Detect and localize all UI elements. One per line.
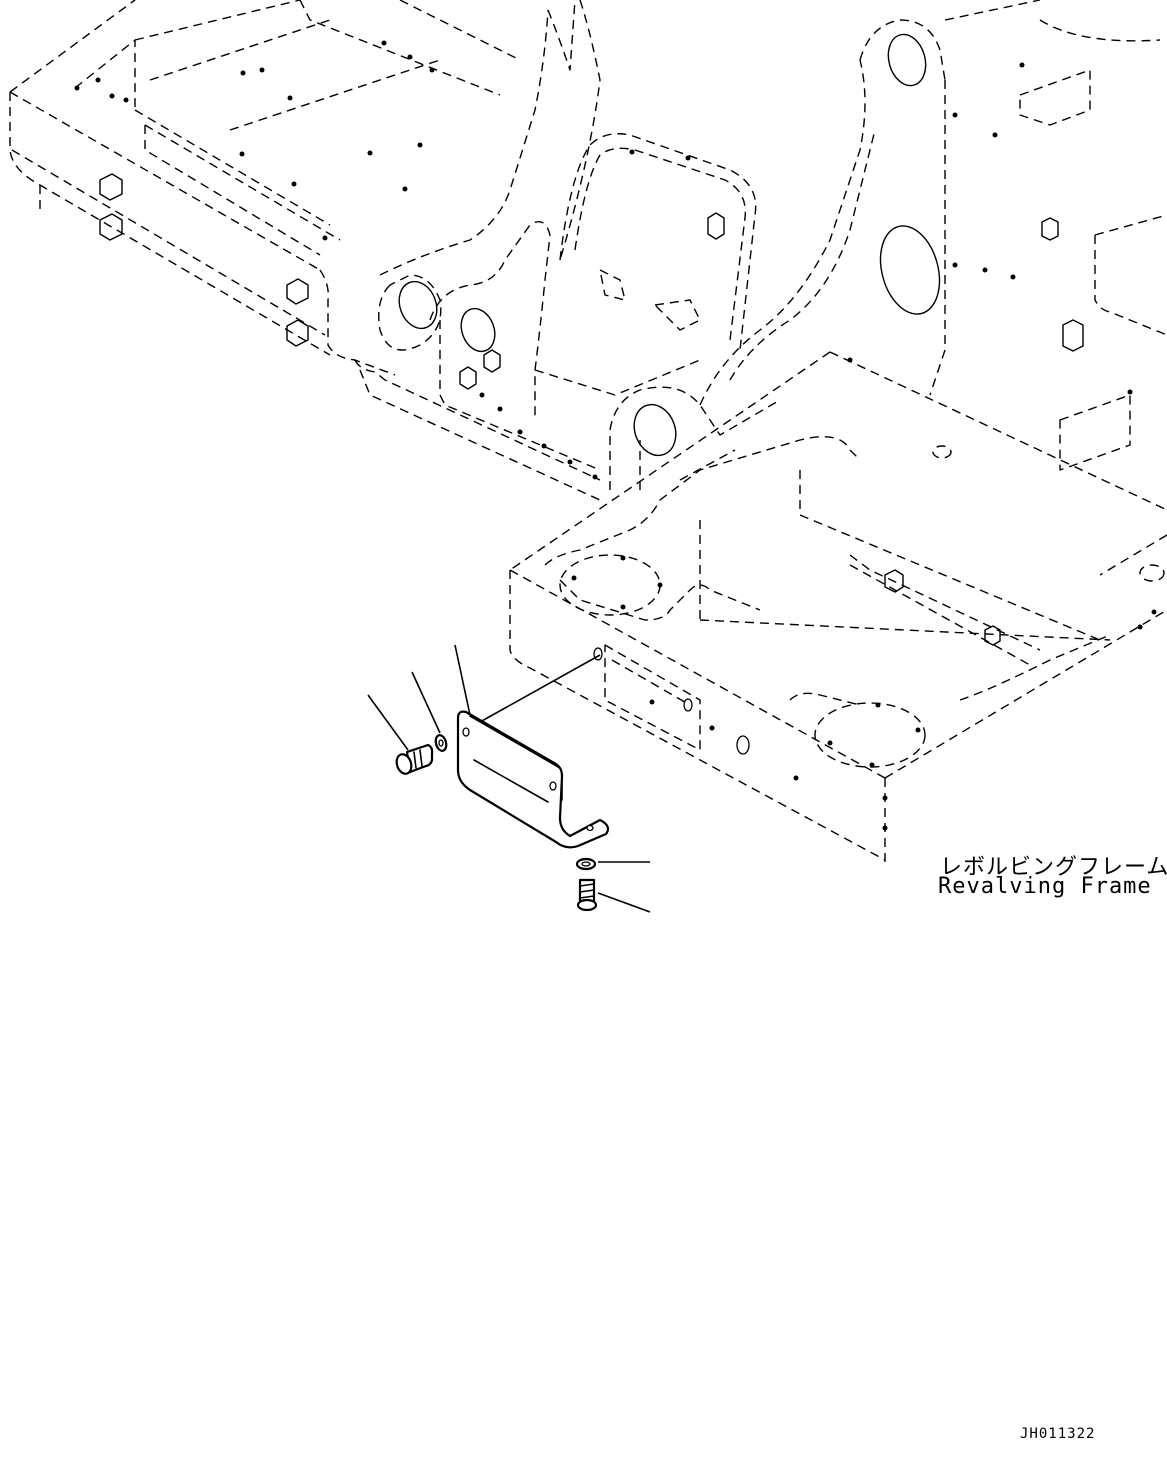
side-bolt	[395, 743, 434, 775]
leader-washer-side	[411, 671, 441, 734]
frame-caption-english: Revalving Frame	[938, 874, 1152, 899]
frame-block-nuts	[99, 173, 1084, 646]
bottom-bolt	[576, 878, 598, 912]
side-washer	[434, 734, 448, 752]
leader-bolt-side	[367, 694, 409, 751]
frame-caption-japanese: レボルビングフレーム	[940, 855, 1167, 880]
revolving-frame-outline	[9, 0, 1167, 868]
leader-cover-plate	[454, 644, 471, 716]
leader-lines	[367, 644, 651, 913]
leader-mount-projection	[479, 654, 601, 723]
cover-plate	[456, 710, 610, 849]
leader-bolt-bottom	[597, 892, 651, 913]
bottom-washer	[575, 857, 597, 871]
frame-bolt-holes	[74, 40, 1157, 831]
drawing-code-label: JH011322	[1020, 1426, 1096, 1442]
